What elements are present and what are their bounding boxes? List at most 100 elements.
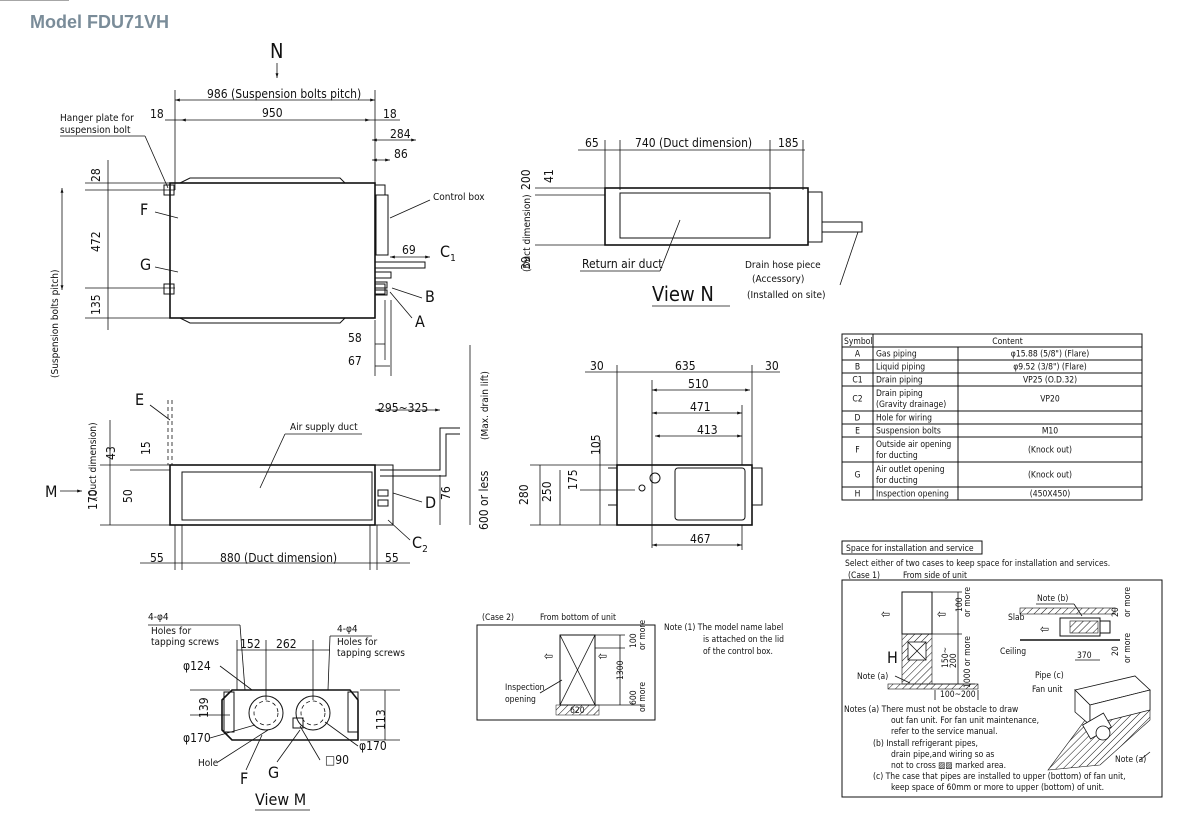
label-c2: C2: [412, 533, 428, 555]
side-duct-dimension: (Duct dimension): [88, 422, 99, 500]
dim-18-right: 18: [383, 107, 397, 121]
svg-text:⇦: ⇦: [937, 607, 946, 621]
dim-139: 139: [197, 697, 211, 718]
dim-280: 280: [517, 484, 531, 505]
note-1-line-3: of the control box.: [703, 647, 773, 657]
dim-635: 635: [675, 359, 696, 373]
view-m-label-g: G: [268, 763, 279, 782]
space-installation: Space for installation and service Selec…: [841, 540, 1163, 798]
space-dim-20-bottom: 20: [1111, 646, 1121, 656]
table-cell-name: Hole for wiring: [876, 414, 932, 424]
case-2-dim-600: 600: [629, 690, 639, 705]
dim-28: 28: [89, 168, 103, 182]
holes-a-label-2: tapping screws: [151, 637, 219, 648]
table-cell-symbol: G: [855, 471, 861, 481]
table-cell-value: φ9.52 (3/8") (Flare): [1013, 363, 1087, 373]
table-cell-name: Outside air opening: [876, 440, 951, 450]
view-n-duct-dimension: (Duct dimension): [522, 194, 533, 272]
inspection-1: Inspection: [505, 683, 545, 693]
dim-262: 262: [276, 637, 297, 651]
dim-90: □90: [325, 753, 349, 767]
drain-hose-3: (Installed on site): [747, 290, 826, 301]
svg-text:⇦: ⇦: [544, 649, 553, 663]
table-cell-name-2: for ducting: [876, 476, 918, 486]
table-cell-value: (Knock out): [1028, 446, 1072, 456]
holes-b-label-2: tapping screws: [337, 648, 405, 659]
holes-b-count: 4-φ4: [337, 624, 358, 635]
dim-69: 69: [402, 243, 416, 257]
dim-170: 170: [86, 489, 100, 510]
space-dim-370: 370: [1077, 651, 1092, 661]
space-note-a-left: Note (a): [857, 672, 888, 682]
dim-510: 510: [688, 377, 709, 391]
label-d: D: [425, 493, 436, 512]
dim-471: 471: [690, 400, 711, 414]
space-case-1: (Case 1): [848, 571, 880, 581]
case-2: (Case 2) From bottom of unit ⇦ ⇦ 100 or …: [476, 613, 656, 721]
space-h-label: H: [887, 648, 898, 667]
space-note-line-3: refer to the service manual.: [891, 727, 998, 737]
view-n: (Duct dimension) 65 740 (Duct dimension)…: [519, 136, 863, 307]
label-g: G: [140, 255, 151, 274]
dim-86: 86: [394, 147, 408, 161]
space-more-3: or more: [1123, 633, 1133, 663]
control-box-label: Control box: [433, 192, 485, 203]
svg-text:⇦: ⇦: [598, 649, 607, 663]
space-dim-1000: 1000 or more: [963, 636, 973, 688]
table-cell-value: φ15.88 (5/8") (Flare): [1011, 350, 1089, 360]
front-body: [616, 464, 753, 526]
space-dim-200: 200: [949, 653, 959, 668]
table-cell-symbol: H: [855, 490, 861, 500]
label-b: B: [425, 287, 435, 306]
side-view: (Duct dimension) E M Air supply duct 295…: [45, 345, 491, 570]
space-more-2: or more: [1123, 587, 1133, 617]
note-1: Note (1) The model name label is attache…: [664, 623, 784, 657]
drain-hose-2: (Accessory): [752, 274, 804, 285]
space-ceiling: Ceiling: [1000, 647, 1026, 657]
table-cell-name: Gas piping: [876, 350, 917, 360]
table-cell-symbol: C2: [852, 395, 862, 405]
case-2-label: (Case 2): [482, 613, 514, 623]
side-body: [169, 464, 376, 526]
label-e: E: [135, 390, 144, 409]
space-fan-unit: Fan unit: [1032, 685, 1062, 695]
table-row: [841, 486, 1143, 501]
table-cell-value: (450X450): [1030, 490, 1070, 500]
space-pipe-c: Pipe (c): [1035, 671, 1064, 681]
label-f: F: [140, 200, 148, 219]
table-cell-symbol: A: [855, 350, 861, 360]
case-2-frame: [476, 624, 656, 721]
supply-duct-opening: [181, 471, 373, 521]
table-cell-name: Air outlet opening: [876, 465, 945, 475]
case-2-dim-100: 100: [629, 633, 639, 648]
view-m-title: View M: [255, 790, 306, 809]
table-cell-symbol: F: [855, 446, 859, 456]
dim-175: 175: [566, 469, 580, 490]
case-2-more-1: or more: [638, 620, 648, 650]
north-label: N: [270, 39, 283, 63]
table-cell-value: (Knock out): [1028, 471, 1072, 481]
dim-50: 50: [121, 489, 135, 503]
dim-740: 740 (Duct dimension): [635, 136, 752, 150]
table-cell-name: Drain piping: [876, 389, 923, 399]
air-outlet-opening: [295, 695, 331, 731]
note-1-line-1: Note (1) The model name label: [664, 623, 783, 633]
suspension-pitch-label: (Suspension bolts pitch): [50, 269, 61, 378]
dim-152: 152: [240, 637, 261, 651]
dim-200: 200: [519, 169, 533, 190]
dim-55-left: 55: [150, 551, 164, 565]
dim-65: 65: [585, 136, 599, 150]
holes-a-label-1: Holes for: [151, 626, 192, 637]
space-note-line-6: not to cross ▨▨ marked area.: [891, 761, 1006, 771]
space-note-b: Note (b): [1037, 594, 1068, 604]
space-title: Space for installation and service: [846, 544, 974, 554]
label-c1: C1: [440, 242, 456, 264]
table-cell-symbol: C1: [852, 376, 862, 386]
table-cell-symbol: B: [855, 363, 860, 373]
dim-170-right: φ170: [359, 739, 387, 753]
table-cell-symbol: E: [855, 427, 860, 437]
dim-413: 413: [697, 423, 718, 437]
space-note-line-2: out fan unit. For fan unit maintenance,: [891, 716, 1039, 726]
